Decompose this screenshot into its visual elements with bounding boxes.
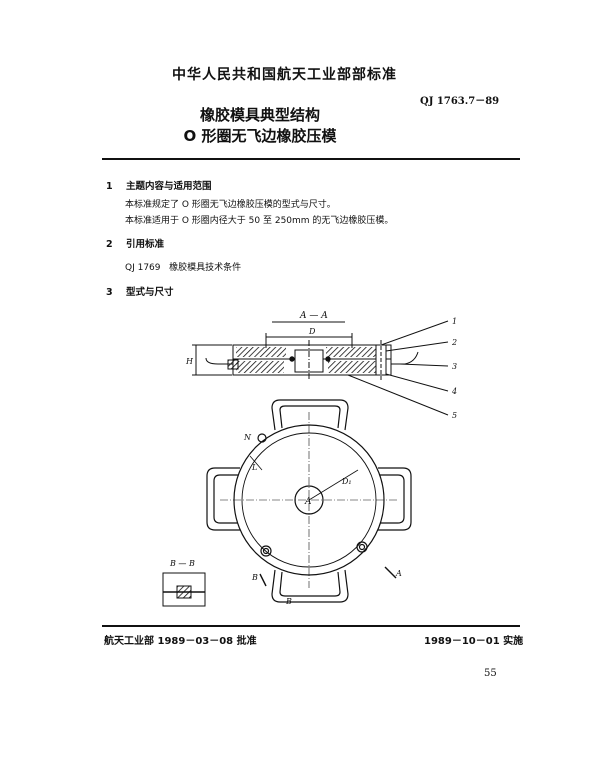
guide-pin-hole bbox=[260, 545, 272, 557]
bottom-handle bbox=[271, 569, 349, 603]
page-number: 55 bbox=[484, 668, 497, 679]
center-core bbox=[294, 349, 324, 373]
section-view: A — A D H bbox=[185, 311, 457, 420]
issuing-organization: 中华人民共和国航天工业部部标准 bbox=[172, 67, 397, 83]
dim-h-label: H bbox=[185, 357, 194, 366]
paragraph: 本标准规定了 O 形圈无飞边橡胶压模的型式与尺寸。 bbox=[125, 200, 336, 210]
oring-cavity bbox=[289, 356, 295, 362]
right-handle bbox=[391, 351, 419, 365]
left-handle bbox=[205, 357, 233, 365]
top-handle bbox=[271, 399, 349, 431]
section-1-heading: 1 主题内容与适用范围 bbox=[106, 178, 212, 192]
locating-hole bbox=[257, 433, 267, 443]
standard-number: QJ 1763.7－89 bbox=[420, 96, 500, 107]
section-2-heading: 2 引用标准 bbox=[106, 236, 164, 250]
plan-view: D₁ A N L A B B bbox=[206, 399, 412, 606]
guide-pin-hole bbox=[356, 541, 368, 553]
dim-d-label: D bbox=[308, 327, 316, 336]
section-title: 引用标准 bbox=[126, 239, 165, 250]
document-title-line2: O 形圈无飞边橡胶压模 bbox=[183, 127, 337, 145]
detail-view-bb: B — B bbox=[162, 559, 206, 607]
center-label: A bbox=[304, 497, 312, 507]
section-number: 1 bbox=[106, 181, 113, 192]
section-title: 型式与尺寸 bbox=[126, 287, 174, 298]
cut-mark-b: B bbox=[251, 573, 258, 582]
left-handle-plan bbox=[206, 467, 240, 531]
header-rule bbox=[102, 158, 520, 160]
callout-1: 1 bbox=[452, 317, 457, 326]
section-title: 主题内容与适用范围 bbox=[126, 181, 212, 192]
cut-mark-a: A bbox=[395, 569, 402, 578]
cut-mark-b2: B bbox=[285, 597, 292, 606]
bb-outline bbox=[162, 572, 206, 607]
dim-l-label: L bbox=[251, 463, 257, 472]
effective-date: 1989－10－01 实施 bbox=[424, 636, 524, 647]
document-title-line1: 橡胶模具典型结构 bbox=[199, 106, 320, 124]
view-label: B — B bbox=[169, 559, 195, 568]
section-label: A — A bbox=[299, 311, 328, 321]
dim-d1-label: D₁ bbox=[341, 477, 352, 486]
footer-rule bbox=[102, 625, 520, 627]
callout-5: 5 bbox=[452, 411, 457, 420]
reference-entry: QJ 1769 橡胶模具技术条件 bbox=[125, 260, 241, 273]
section-number: 2 bbox=[106, 239, 113, 250]
reference-code: QJ 1769 bbox=[125, 263, 161, 273]
dim-n-label: N bbox=[243, 433, 252, 442]
section-number: 3 bbox=[106, 287, 113, 298]
paragraph: 本标准适用于 O 形圈内径大于 50 至 250mm 的无飞边橡胶压模。 bbox=[125, 216, 394, 226]
right-handle-plan bbox=[378, 467, 412, 531]
oring-cavity bbox=[325, 356, 331, 362]
reference-title: 橡胶模具技术条件 bbox=[169, 263, 242, 273]
callout-4: 4 bbox=[451, 387, 457, 396]
callout-2: 2 bbox=[451, 338, 457, 347]
callout-3: 3 bbox=[452, 362, 457, 371]
approval-date: 航天工业部 1989－03－08 批准 bbox=[104, 636, 257, 647]
section-3-heading: 3 型式与尺寸 bbox=[106, 284, 174, 298]
